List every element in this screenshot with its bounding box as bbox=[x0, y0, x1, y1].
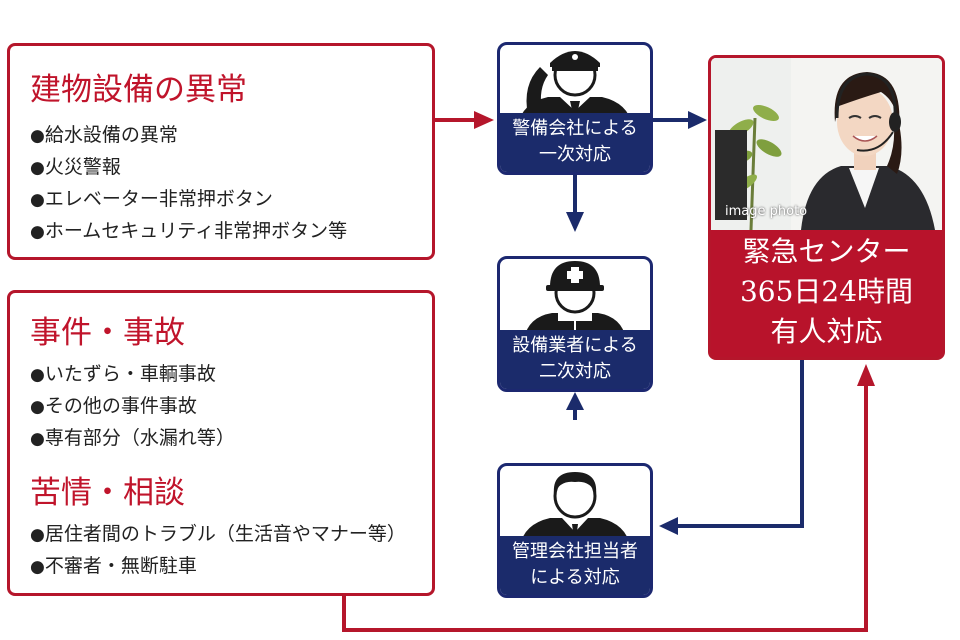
emergency-center-box: image photo 緊急センター 365日24時間 有人対応 bbox=[708, 55, 945, 360]
arrow-security-to-vendor bbox=[566, 175, 584, 232]
list-item: エレベーター非常押ボタン bbox=[30, 184, 347, 216]
equipment-anomaly-heading: 建物設備の異常 bbox=[30, 72, 247, 108]
equipment-anomaly-box: 建物設備の異常 給水設備の異常 火災警報 エレベーター非常押ボタン ホームセキュ… bbox=[7, 43, 435, 260]
arrow-incident-to-center bbox=[342, 364, 875, 632]
photo-caption: image photo bbox=[725, 204, 808, 219]
emergency-center-label: 緊急センター 365日24時間 有人対応 bbox=[739, 235, 914, 348]
incident-list: いたずら・車輌事故 その他の事件事故 専有部分（水漏れ等） bbox=[30, 359, 235, 455]
complaint-heading: 苦情・相談 bbox=[30, 475, 185, 511]
list-item: 居住者間のトラブル（生活音やマナー等） bbox=[30, 519, 406, 551]
arrow-center-to-manager bbox=[659, 360, 804, 535]
incident-complaint-box: 事件・事故 いたずら・車輌事故 その他の事件事故 専有部分（水漏れ等） 苦情・相… bbox=[7, 290, 435, 596]
arrow-security-to-center bbox=[653, 111, 707, 129]
arrow-manager-to-vendor bbox=[566, 392, 584, 420]
management-company-card: 管理会社担当者 による対応 bbox=[497, 463, 653, 598]
list-item: その他の事件事故 bbox=[30, 391, 235, 423]
complaint-list: 居住者間のトラブル（生活音やマナー等） 不審者・無断駐車 bbox=[30, 519, 406, 583]
list-item: ホームセキュリティ非常押ボタン等 bbox=[30, 216, 347, 248]
incident-heading: 事件・事故 bbox=[30, 315, 185, 351]
arrow-equipment-to-security bbox=[435, 111, 494, 129]
management-company-label: 管理会社担当者 による対応 bbox=[500, 536, 650, 595]
call-operator-image bbox=[711, 58, 942, 230]
operator-photo: image photo bbox=[711, 58, 942, 230]
security-company-label: 警備会社による 一次対応 bbox=[500, 113, 650, 172]
security-company-card: 警備会社による 一次対応 bbox=[497, 42, 653, 175]
equipment-vendor-card: 設備業者による 二次対応 bbox=[497, 256, 653, 392]
list-item: 給水設備の異常 bbox=[30, 120, 347, 152]
equipment-vendor-label: 設備業者による 二次対応 bbox=[500, 330, 650, 389]
list-item: 不審者・無断駐車 bbox=[30, 551, 406, 583]
list-item: いたずら・車輌事故 bbox=[30, 359, 235, 391]
list-item: 火災警報 bbox=[30, 152, 347, 184]
equipment-anomaly-list: 給水設備の異常 火災警報 エレベーター非常押ボタン ホームセキュリティ非常押ボタ… bbox=[30, 120, 347, 248]
list-item: 専有部分（水漏れ等） bbox=[30, 423, 235, 455]
